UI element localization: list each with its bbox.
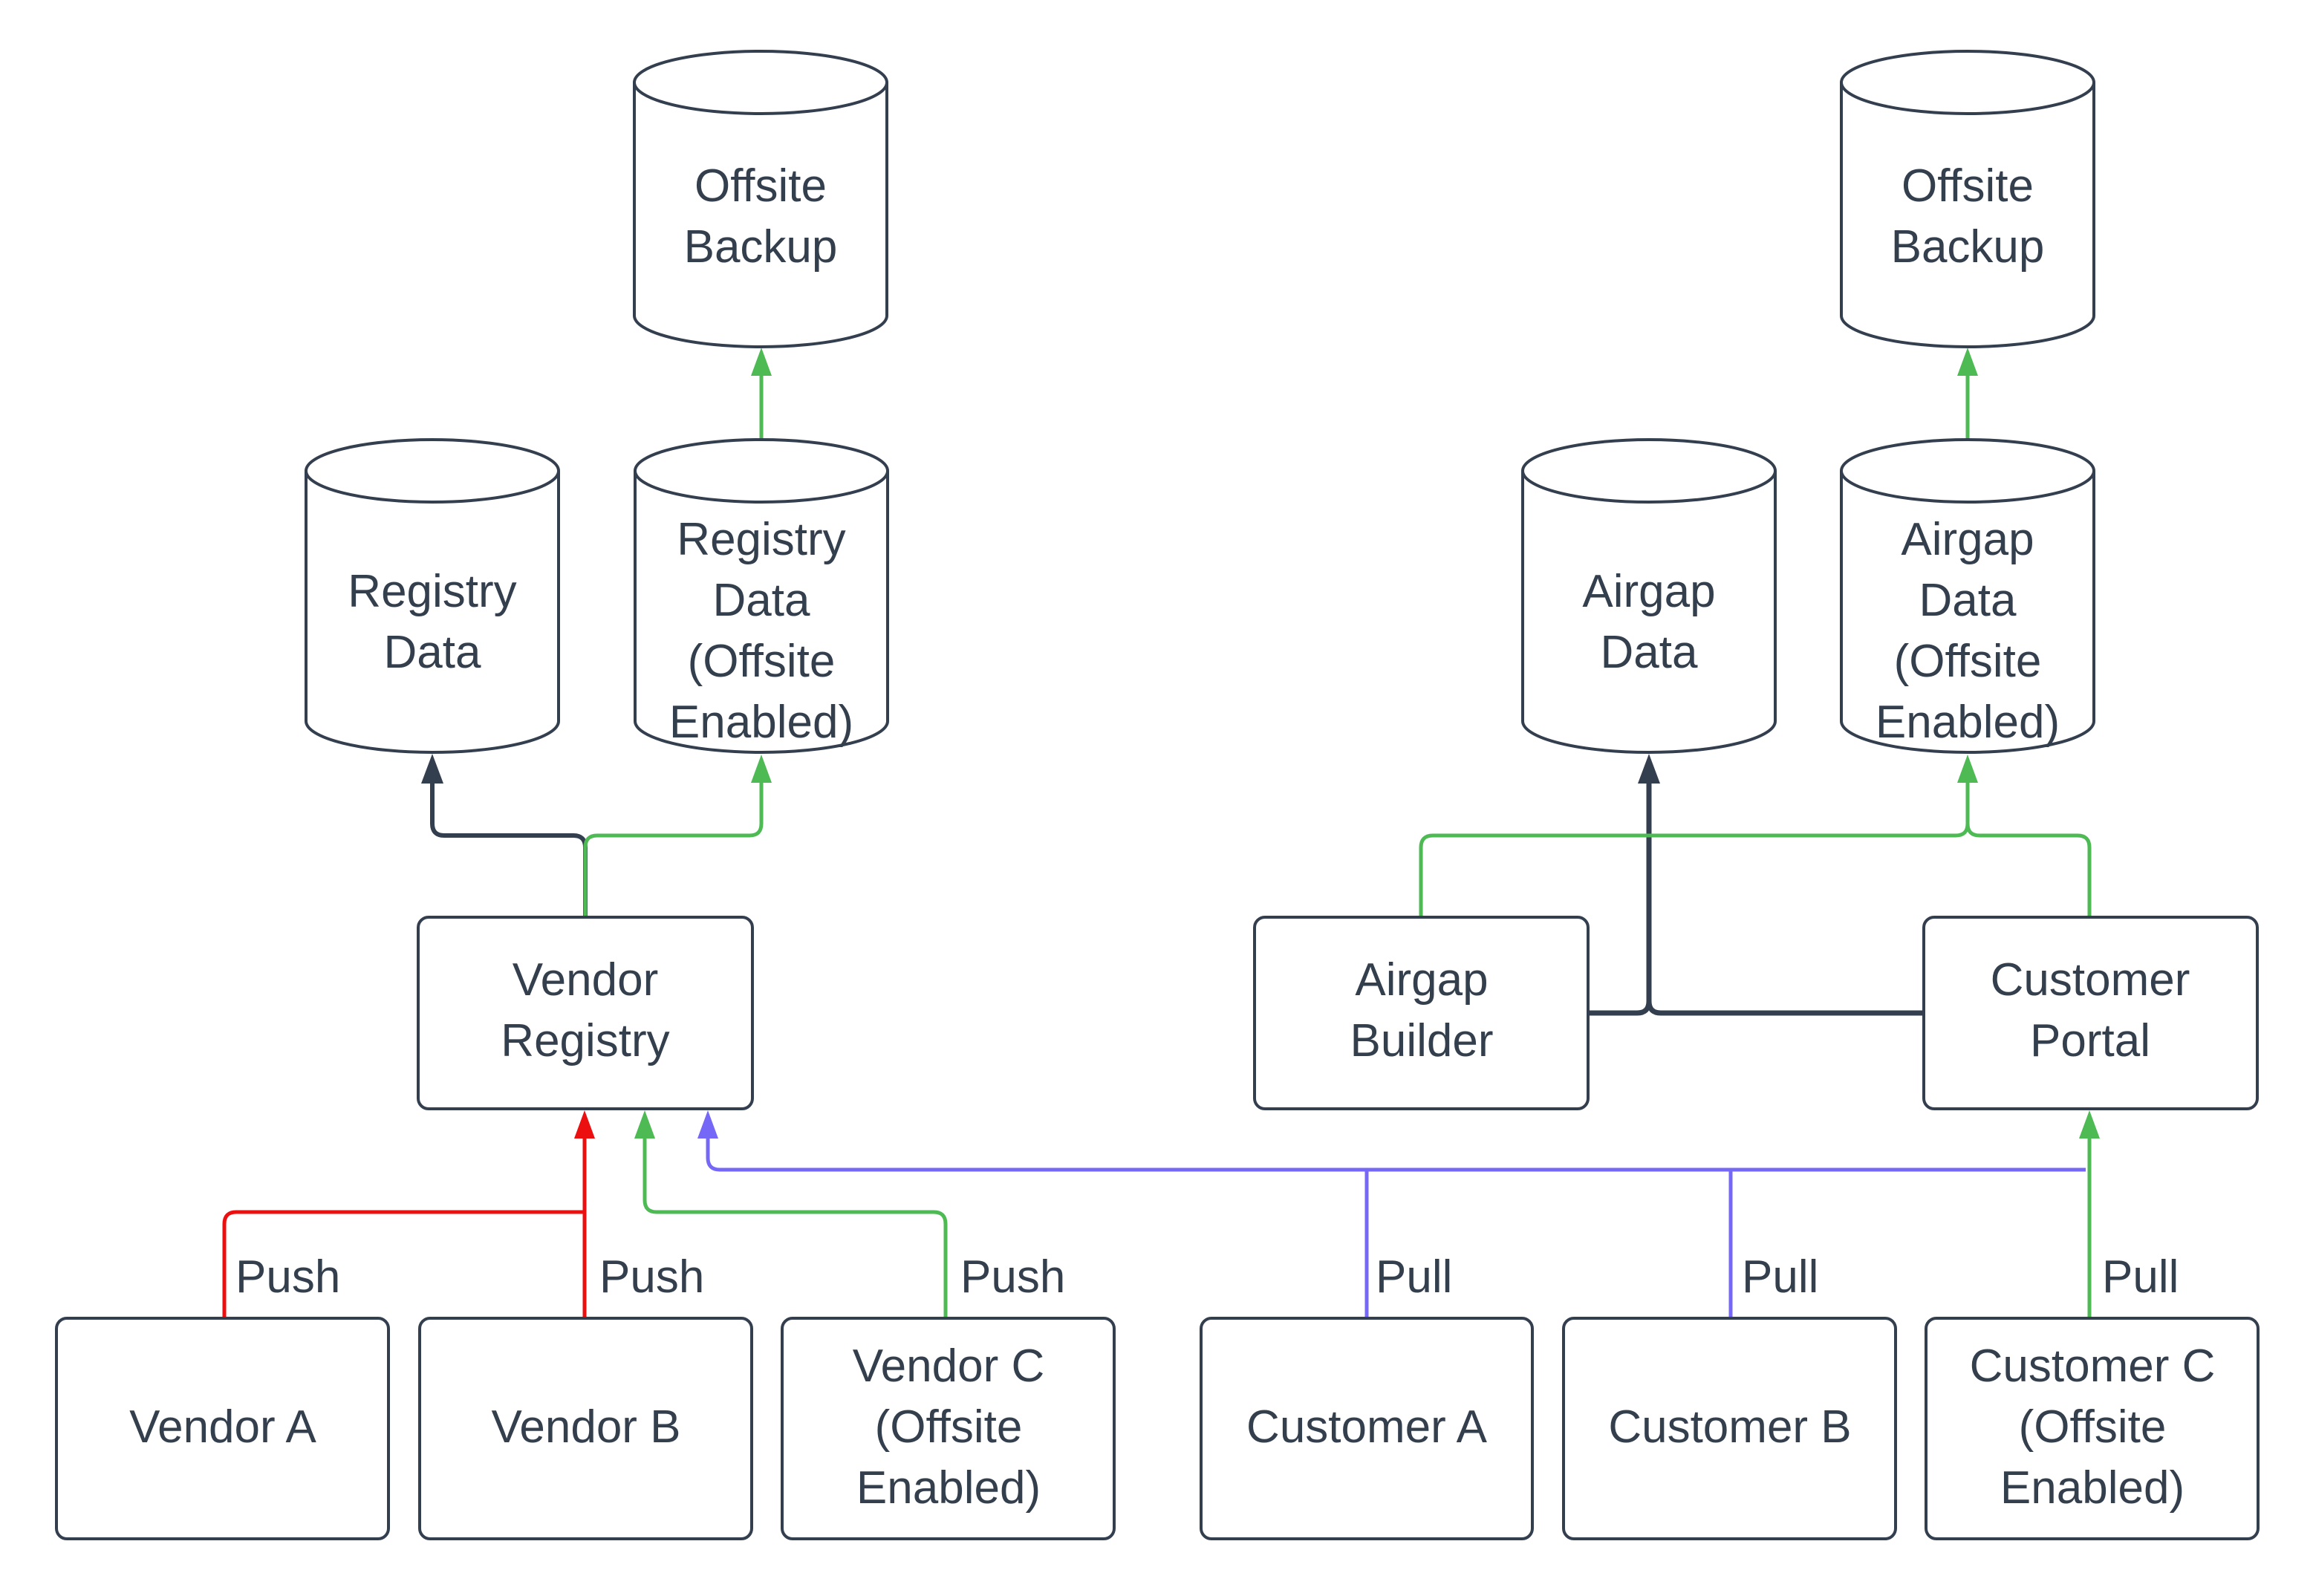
arrowhead-offsite-backup-left [751, 348, 772, 376]
cylinder-top [1840, 438, 2095, 504]
cylinder-body [634, 471, 889, 754]
arrowhead-push-green [634, 1110, 655, 1139]
node-vendor-a-box [55, 1317, 390, 1540]
edge-vendor-c-push [642, 1139, 948, 1318]
cylinder-body [1840, 82, 2095, 348]
node-customer-b-box [1562, 1317, 1897, 1540]
edge-label-customer-a-pull: Pull [1376, 1251, 1453, 1303]
edge-airgap-builder-to-airgap-offsite [1419, 783, 1970, 917]
node-registry-data-offsite [634, 438, 889, 754]
edge-label-vendor-a-push: Push [235, 1251, 341, 1303]
edge-label-vendor-c-push: Push [960, 1251, 1066, 1303]
node-registry-data-label: Registry Data [348, 566, 517, 678]
cylinder-top [1521, 438, 1777, 504]
node-customer-portal-box [1922, 916, 2259, 1110]
arrowhead-registry-offsite [751, 755, 772, 783]
arrowhead-push-red [574, 1110, 595, 1139]
cylinder-top [305, 438, 560, 504]
node-vendor-c-box [781, 1317, 1116, 1540]
cylinder-top [634, 438, 889, 504]
node-airgap-data-label: Airgap Data [1582, 566, 1716, 678]
edge-vendor-registry-to-registry-offsite [583, 783, 764, 917]
edge-layer [222, 348, 2100, 1318]
edge-airgap-builder-to-airgap-data [1588, 783, 1652, 1016]
node-airgap-data-offsite [1840, 438, 2095, 754]
node-airgap-builder-box [1253, 916, 1590, 1110]
node-vendor-registry-box [417, 916, 754, 1110]
node-layer [55, 50, 2260, 1540]
cylinder-body [305, 471, 560, 754]
node-customer-portal-label: Customer Portal [1990, 954, 2190, 1066]
cylinder-top [1840, 50, 2095, 115]
edge-label-customer-c-pull: Pull [2102, 1251, 2179, 1303]
node-airgap-data-offsite-label: Airgap Data (Offsite Enabled) [1875, 514, 2060, 748]
node-customer-a-box [1200, 1317, 1534, 1540]
node-registry-data-offsite-label: Registry Data (Offsite Enabled) [668, 514, 854, 748]
node-vendor-registry-label: Vendor Registry [501, 954, 670, 1066]
node-vendor-c-label: Vendor C (Offsite Enabled) [852, 1341, 1045, 1514]
arrowhead-customer-portal [2079, 1110, 2100, 1139]
node-customer-c-label: Customer C (Offsite Enabled) [1969, 1341, 2216, 1514]
node-airgap-data [1521, 438, 1777, 754]
edge-pull-bus [706, 1139, 2086, 1172]
edge-customer-portal-to-airgap-offsite [1965, 783, 2092, 917]
node-vendor-b-box [418, 1317, 753, 1540]
node-registry-data [305, 438, 560, 754]
arrowhead-airgap-data [1638, 754, 1660, 784]
node-customer-a-label: Customer A [1246, 1401, 1487, 1453]
edge-label-vendor-b-push: Push [599, 1251, 705, 1303]
node-offsite-backup-left [633, 50, 888, 348]
node-customer-c-box [1925, 1317, 2260, 1540]
edge-customer-portal-to-airgap-data [1646, 783, 1924, 1016]
node-offsite-backup-right-label: Offsite Backup [1890, 160, 2045, 273]
cylinder-body [633, 82, 888, 348]
edge-vendor-registry-to-registry-data [430, 783, 588, 917]
node-vendor-a-label: Vendor A [129, 1401, 316, 1453]
arrowhead-pull-purple [697, 1110, 718, 1139]
node-offsite-backup-right [1840, 50, 2095, 348]
cylinder-body [1521, 471, 1777, 754]
node-customer-b-label: Customer B [1608, 1401, 1852, 1453]
arrowhead-airgap-offsite [1957, 755, 1978, 783]
cylinder-body [1840, 471, 2095, 754]
arrowhead-offsite-backup-right [1957, 348, 1978, 376]
edge-vendor-a-push [222, 1210, 585, 1318]
arrowhead-registry-data [421, 754, 443, 784]
node-vendor-b-label: Vendor B [491, 1401, 681, 1453]
edge-label-customer-b-pull: Pull [1742, 1251, 1819, 1303]
node-offsite-backup-left-label: Offsite Backup [683, 160, 838, 273]
cylinder-top [633, 50, 888, 115]
node-airgap-builder-label: Airgap Builder [1350, 954, 1494, 1066]
